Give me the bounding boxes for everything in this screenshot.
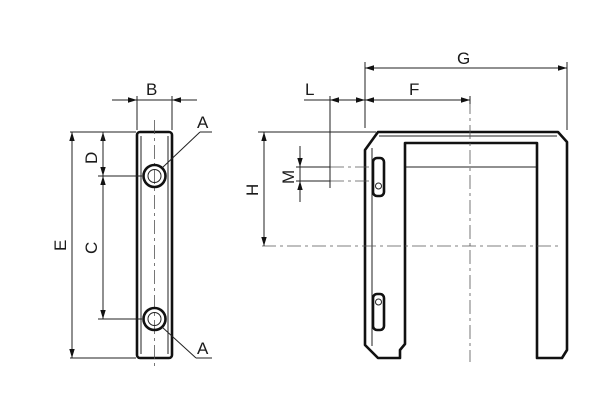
front-view-outline <box>363 130 569 360</box>
label-m: M <box>279 170 298 184</box>
label-a-top: A <box>197 113 209 132</box>
label-f: F <box>409 80 419 99</box>
top-hole <box>142 163 167 189</box>
leader-a-bottom <box>161 326 212 359</box>
front-view: G F L H M <box>243 49 569 362</box>
upper-slot <box>371 156 386 198</box>
label-d: D <box>82 152 101 164</box>
label-b: B <box>146 80 157 99</box>
label-h: H <box>243 184 262 196</box>
leader-a-top <box>161 131 212 169</box>
lower-slot <box>371 292 386 332</box>
label-g: G <box>457 49 470 68</box>
bottom-hole <box>142 306 167 332</box>
label-a-bottom: A <box>197 339 209 358</box>
label-c: C <box>82 242 101 254</box>
label-l: L <box>305 80 314 99</box>
side-view: B E C D A A <box>51 80 212 368</box>
label-e: E <box>51 240 70 251</box>
